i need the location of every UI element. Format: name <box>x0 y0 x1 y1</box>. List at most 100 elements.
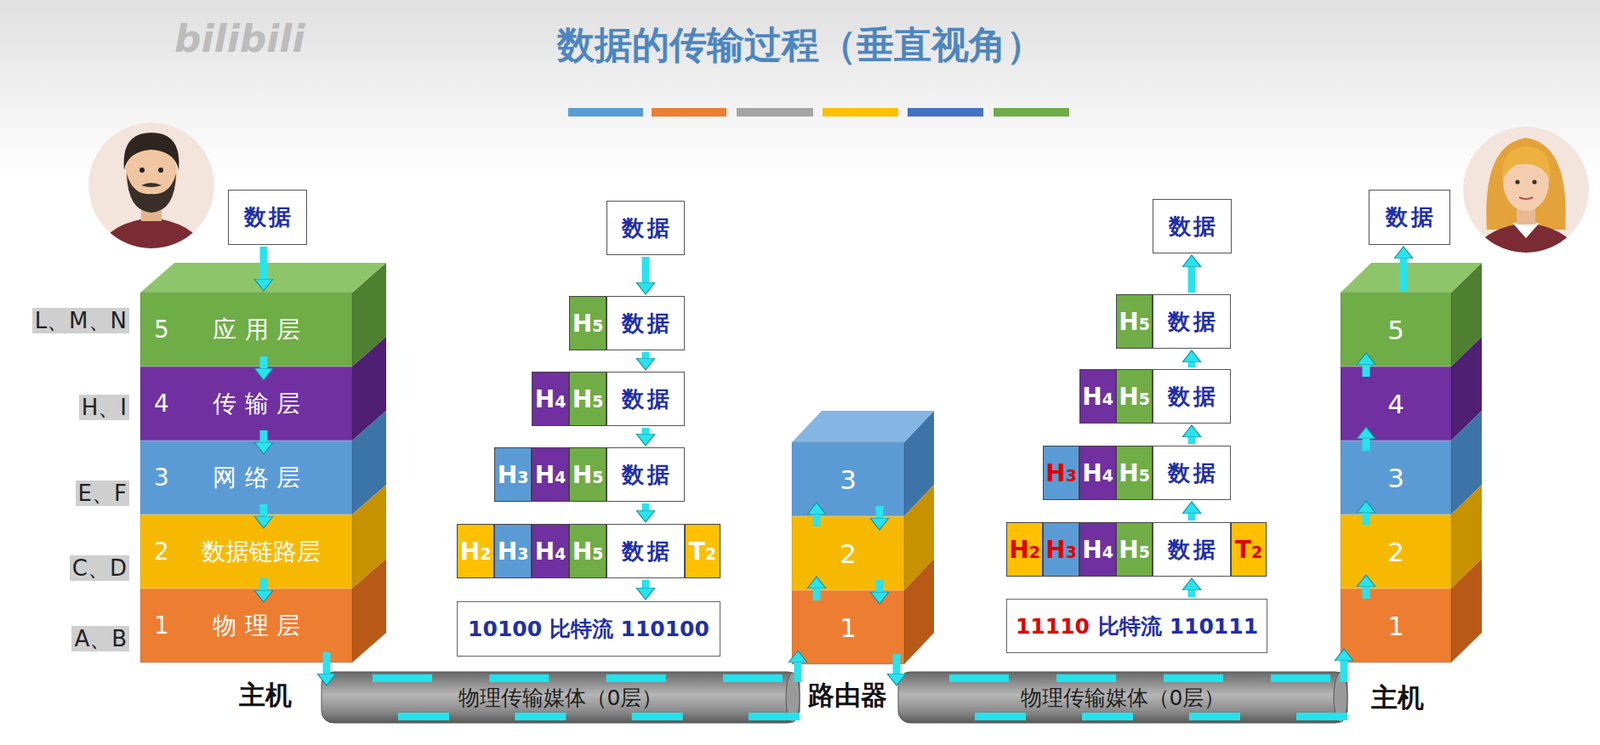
node-text: H2 <box>460 537 492 566</box>
layer-letters-box: H、I <box>0 392 130 423</box>
layer-box: 2数据链路层 <box>140 514 353 589</box>
layer-edge <box>140 514 353 516</box>
stack <box>1340 262 1482 663</box>
node-text: H3 <box>1045 535 1077 564</box>
layer-edge <box>140 366 353 368</box>
shirt <box>95 217 208 256</box>
host-label: 主机 <box>239 679 292 711</box>
host-label-box: 主机 <box>1371 680 1424 717</box>
flow-arrow <box>260 246 268 280</box>
node-text: H5 <box>1118 382 1151 411</box>
layer-letters: L、M、N <box>32 307 130 334</box>
flow-arrow <box>813 588 821 601</box>
flow-arrow <box>1340 660 1349 683</box>
layer-front <box>791 442 905 517</box>
layer-letters: C、D <box>69 555 130 581</box>
node-text: H4 <box>1081 382 1114 411</box>
data-box: 数据 <box>227 189 308 245</box>
flow-arrow <box>642 352 650 359</box>
node-text: H5 <box>1118 535 1151 564</box>
pipe-body <box>321 671 800 724</box>
header-cell: H2 <box>1006 522 1043 577</box>
node-text: H5 <box>572 461 604 490</box>
node-text: H2 <box>1008 535 1041 564</box>
stack-outline <box>791 442 905 665</box>
packet-bar <box>489 674 549 683</box>
node-text: 2 <box>839 538 857 570</box>
layer-front <box>1340 366 1452 441</box>
medium-pipe: 物理传输媒体（0层） <box>898 671 1348 724</box>
node-text: 传输层 <box>182 387 353 421</box>
flow-arrow <box>323 652 331 674</box>
data-box: 数据 <box>606 200 685 256</box>
collar <box>1512 222 1540 239</box>
trailer-cell: T2 <box>684 523 721 579</box>
packet-bar <box>398 712 450 721</box>
stack <box>791 410 934 665</box>
node-text: 11110 <box>1015 614 1090 639</box>
node-text: 1 <box>1387 610 1405 642</box>
moustache <box>141 182 162 188</box>
data-cell: 数据 <box>1152 445 1231 501</box>
header-cell: H5 <box>569 523 607 579</box>
node-text: 数据链路层 <box>182 535 353 569</box>
pipe <box>898 671 1348 724</box>
layer-front <box>791 516 905 591</box>
mouth <box>1519 197 1533 200</box>
header-cell: H3 <box>494 447 532 502</box>
node-text: H3 <box>1045 459 1077 488</box>
layer-edge <box>791 516 905 518</box>
node-text: 10100 比特流 110100 <box>467 614 710 644</box>
layer-letters-box: C、D <box>0 553 130 584</box>
node-text: 网络层 <box>182 461 353 495</box>
packet-bar <box>1081 712 1134 721</box>
hair-front <box>1502 146 1551 181</box>
node-text: 数据 <box>1164 458 1219 489</box>
flow-arrow <box>794 662 803 683</box>
node-text: 物理传输媒体（0层） <box>458 683 664 712</box>
node-text: H3 <box>497 461 530 490</box>
header-cell: H4 <box>531 447 570 502</box>
flow-arrow <box>1362 586 1371 599</box>
node-text: 数据 <box>240 202 296 233</box>
medium-pipe: 物理传输媒体（0层） <box>321 671 800 724</box>
node-text: H5 <box>572 385 604 414</box>
node-text: 4 <box>1387 388 1405 420</box>
flow-arrow <box>1188 362 1196 368</box>
layer-edge <box>791 590 905 592</box>
router-label-box: 路由器 <box>808 677 888 714</box>
layer-front <box>1340 440 1452 515</box>
layer-front <box>140 292 353 367</box>
flow-arrow <box>1362 438 1371 451</box>
layer-edge <box>140 440 353 442</box>
header-cell: H4 <box>1079 445 1117 501</box>
layer-edge <box>1340 588 1452 590</box>
host-label: 主机 <box>1371 682 1424 713</box>
header-cell: H3 <box>1042 445 1080 501</box>
layer-letters-box: L、M、N <box>0 306 130 336</box>
layer-box: 5 <box>1340 292 1452 367</box>
bar <box>568 108 644 117</box>
layer-letters-box: A、B <box>0 624 130 655</box>
woman-avatar <box>1463 126 1589 260</box>
layer-box: 4 <box>1340 366 1452 441</box>
packet-bar <box>1270 674 1331 683</box>
packet-bar <box>1163 674 1224 683</box>
layer-front <box>791 590 905 665</box>
bar <box>736 108 814 117</box>
layer-box: 5应用层 <box>140 292 353 367</box>
layer-letters: E、F <box>75 480 130 507</box>
layer-edge <box>1340 440 1452 442</box>
eye <box>1514 179 1520 184</box>
stack <box>140 262 387 663</box>
node-text: 5 <box>1387 314 1405 346</box>
pipe <box>321 671 800 724</box>
bar <box>651 108 727 117</box>
router-layer: 3 <box>791 442 905 517</box>
layer-letters-box: E、F <box>0 478 130 509</box>
node-text: H5 <box>572 537 604 566</box>
layer-box: 2 <box>1340 514 1452 589</box>
data-cell: 数据 <box>606 447 685 502</box>
packet-bar <box>514 712 566 721</box>
